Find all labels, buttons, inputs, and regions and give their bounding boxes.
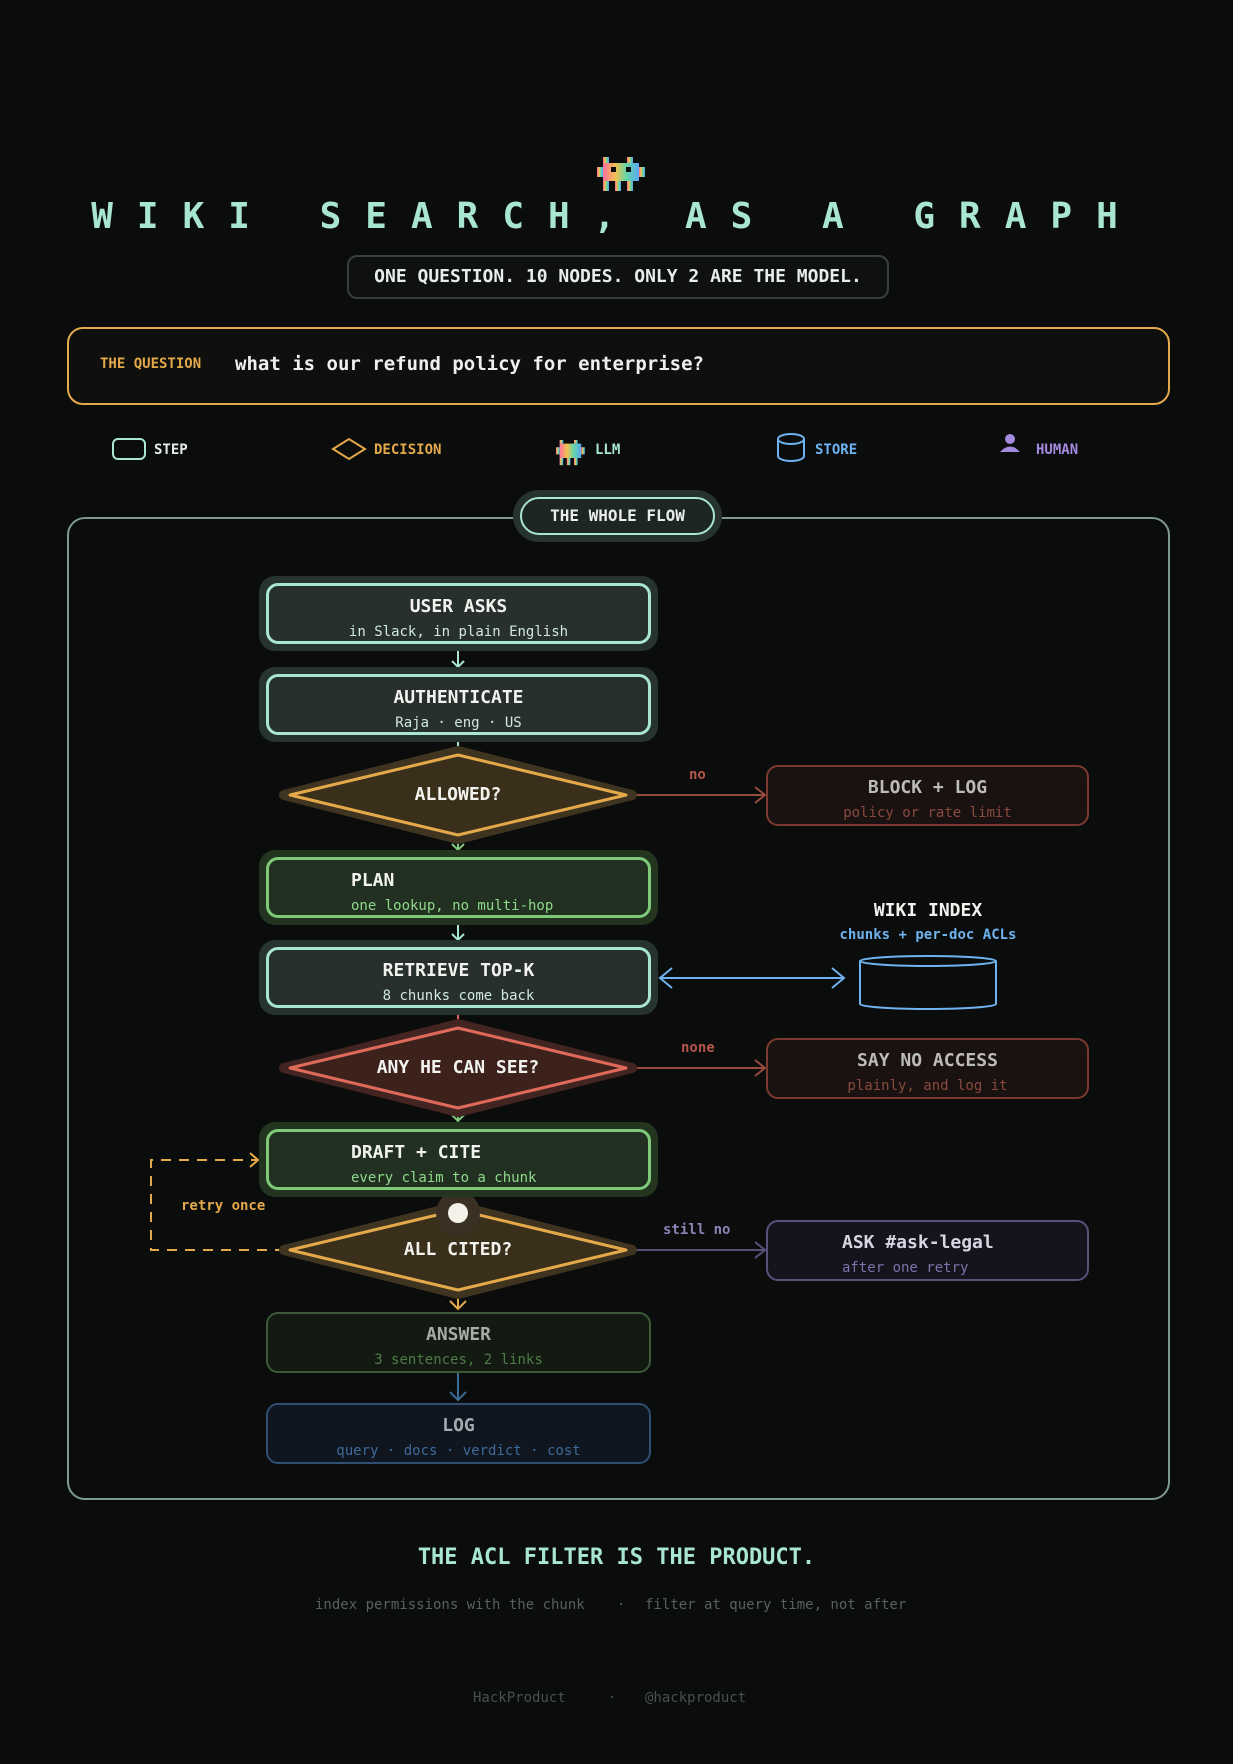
- legend-decision-label: DECISION: [374, 442, 442, 458]
- flow-label-pill: THE WHOLE FLOW: [513, 490, 722, 542]
- diamond-icon: [331, 437, 367, 461]
- say-no-access-sub: plainly, and log it: [847, 1078, 1008, 1094]
- footnote-right: filter at query time, not after: [645, 1597, 907, 1613]
- allowed-title: ALLOWED?: [414, 784, 502, 805]
- question-label: THE QUESTION: [100, 356, 202, 372]
- say-no-access-title: SAY NO ACCESS: [857, 1050, 998, 1071]
- database-cylinder-icon: [777, 433, 805, 462]
- allowed-diamond: [279, 746, 637, 844]
- log-title: LOG: [442, 1415, 475, 1436]
- brand-separator: ·: [608, 1690, 617, 1706]
- all-cited-diamond: [279, 1201, 637, 1299]
- log-sub: query · docs · verdict · cost: [336, 1443, 581, 1459]
- edge-label-none: none: [681, 1040, 715, 1056]
- current-step-marker-icon: [436, 1191, 480, 1235]
- wiki-index-cylinder-icon: [859, 955, 997, 1010]
- footnote-left: index permissions with the chunk: [315, 1597, 585, 1613]
- plan-sub: one lookup, no multi-hop: [351, 898, 554, 914]
- draft-cite-title: DRAFT + CITE: [351, 1142, 482, 1163]
- answer-node: ANSWER 3 sentences, 2 links: [266, 1312, 651, 1373]
- block-log-node: BLOCK + LOG policy or rate limit: [766, 765, 1089, 826]
- plan-title: PLAN: [351, 870, 395, 891]
- legend-store-label: STORE: [815, 442, 858, 458]
- log-node: LOG query · docs · verdict · cost: [266, 1403, 651, 1464]
- branch-connectors: [150, 786, 846, 1259]
- answer-title: ANSWER: [425, 1324, 492, 1345]
- logo-robot-icon: [597, 157, 645, 191]
- authenticate-sub: Raja · eng · US: [395, 715, 522, 731]
- retrieve-node: RETRIEVE TOP-K 8 chunks come back: [266, 947, 651, 1008]
- flow-label: THE WHOLE FLOW: [520, 497, 715, 535]
- retrieve-sub: 8 chunks come back: [382, 988, 535, 1004]
- person-icon: [1000, 434, 1020, 452]
- edge-label-still-no: still no: [663, 1222, 731, 1238]
- any-he-can-see-title: ANY HE CAN SEE?: [376, 1057, 540, 1078]
- ask-legal-node: ASK #ask-legal after one retry: [766, 1220, 1089, 1281]
- step-icon: [112, 438, 146, 460]
- draft-cite-sub: every claim to a chunk: [351, 1170, 537, 1186]
- draft-cite-node: DRAFT + CITE every claim to a chunk: [266, 1129, 651, 1190]
- tagline: THE ACL FILTER IS THE PRODUCT.: [417, 1545, 816, 1570]
- legend-human-label: HUMAN: [1036, 442, 1079, 458]
- ask-legal-title: ASK #ask-legal: [842, 1232, 994, 1253]
- say-no-access-node: SAY NO ACCESS plainly, and log it: [766, 1038, 1089, 1099]
- brand-name: HackProduct: [473, 1690, 566, 1706]
- edge-label-retry-once: retry once: [181, 1198, 266, 1214]
- legend: STEP DECISION LLM STORE HUMAN: [0, 438, 1233, 462]
- block-log-title: BLOCK + LOG: [867, 777, 988, 798]
- authenticate-node: AUTHENTICATE Raja · eng · US: [266, 674, 651, 735]
- brand-handle: @hackproduct: [645, 1690, 747, 1706]
- legend-llm-label: LLM: [595, 442, 621, 458]
- any-he-can-see-diamond: [279, 1019, 637, 1117]
- plan-node: PLAN one lookup, no multi-hop: [266, 857, 651, 918]
- all-cited-title: ALL CITED?: [403, 1239, 513, 1260]
- footnote-separator: ·: [617, 1597, 626, 1613]
- retrieve-title: RETRIEVE TOP-K: [382, 960, 535, 981]
- ask-legal-sub: after one retry: [842, 1260, 969, 1276]
- wiki-index-title: WIKI INDEX: [873, 900, 983, 921]
- user-asks-sub: in Slack, in plain English: [348, 624, 569, 640]
- edge-label-no: no: [689, 767, 706, 783]
- legend-step-label: STEP: [154, 442, 188, 458]
- question-box: THE QUESTION what is our refund policy f…: [67, 327, 1170, 405]
- page-subtitle: ONE QUESTION. 10 NODES. ONLY 2 ARE THE M…: [347, 255, 889, 299]
- block-log-sub: policy or rate limit: [843, 805, 1012, 821]
- wiki-index-sub: chunks + per-doc ACLs: [839, 927, 1017, 943]
- answer-sub: 3 sentences, 2 links: [374, 1352, 543, 1368]
- page-title: WIKI SEARCH, AS A GRAPH: [91, 196, 1142, 237]
- user-asks-node: USER ASKS in Slack, in plain English: [266, 583, 651, 644]
- question-text: what is our refund policy for enterprise…: [235, 353, 704, 375]
- authenticate-title: AUTHENTICATE: [393, 687, 524, 708]
- user-asks-title: USER ASKS: [409, 596, 508, 617]
